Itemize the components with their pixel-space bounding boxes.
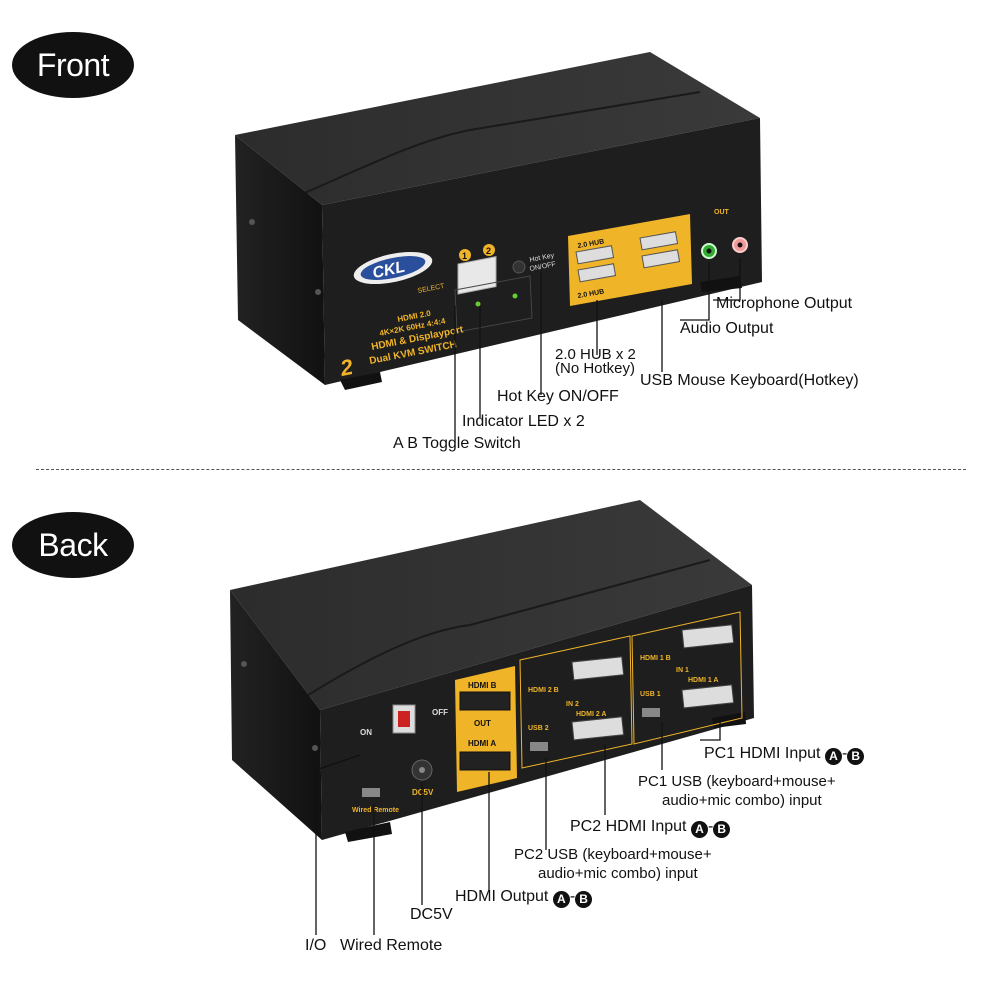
usb-hub-port-2 xyxy=(577,263,617,283)
on-text: ON xyxy=(360,728,372,737)
hdmi-output-label: HDMI Output A-B xyxy=(455,887,593,908)
hdmi2a-text: HDMI 2 A xyxy=(576,711,606,718)
hdmi-a-text: HDMI A xyxy=(468,739,496,748)
off-text: OFF xyxy=(432,708,448,717)
pc2-hdmi-label: PC2 HDMI Input A-B xyxy=(570,817,731,838)
hdmi-in-1b-port xyxy=(681,624,735,649)
back-top-surface xyxy=(230,500,752,710)
pc1-usb-label-line1: PC1 USB (keyboard+mouse+ xyxy=(638,773,836,790)
hub-bottom-text: 2.0 HUB xyxy=(577,288,605,300)
badge-b-icon: B xyxy=(575,891,593,908)
back-left-side xyxy=(230,590,322,840)
usb-hotkey-port-2 xyxy=(641,249,681,269)
front-section-title: Front xyxy=(12,32,134,98)
usb-hotkey-port-1 xyxy=(639,231,679,251)
brand-text: CKL xyxy=(371,259,407,282)
pc2-hdmi-text: PC2 HDMI Input xyxy=(570,818,687,835)
badge-dash: - xyxy=(707,818,714,835)
out-label: OUT xyxy=(714,209,730,216)
usb-mouse-keyboard-label: USB Mouse Keyboard(Hotkey) xyxy=(640,372,859,389)
hub-top-text: 2.0 HUB xyxy=(577,238,605,250)
badge-b-icon: B xyxy=(713,821,731,838)
io-label: I/O xyxy=(305,937,327,954)
badge-b-icon: B xyxy=(847,748,865,765)
port-count: 2 xyxy=(337,354,356,381)
pc2-usb-label-line2: audio+mic combo) input xyxy=(538,865,698,882)
hdmi1a-text: HDMI 1 A xyxy=(688,677,718,684)
dc5v-label: DC5V xyxy=(410,906,453,923)
usb1-port xyxy=(642,708,660,717)
ckl-logo: CKL xyxy=(353,251,433,285)
usb1-text: USB 1 xyxy=(640,691,661,698)
pc2-usb-label-line1: PC2 USB (keyboard+mouse+ xyxy=(514,846,712,863)
hdmi-in-1a-port xyxy=(681,684,735,709)
back-callout-lines xyxy=(315,720,721,935)
front-left-side xyxy=(235,135,325,385)
indicator-led-label: Indicator LED x 2 xyxy=(462,413,585,430)
hdmi2b-text: HDMI 2 B xyxy=(528,687,559,694)
hdmi-output-text: HDMI Output xyxy=(455,888,549,905)
hdmi1b-text: HDMI 1 B xyxy=(640,655,671,662)
badge-dash: - xyxy=(841,745,848,762)
badge-a-icon: A xyxy=(690,821,708,838)
ab-toggle-switch xyxy=(457,256,497,295)
hot-key-label: Hot Key ON/OFF xyxy=(497,388,619,405)
usb2-text: USB 2 xyxy=(528,725,549,732)
hdmi-out-a-port xyxy=(459,751,511,771)
usb-hub-port-1 xyxy=(575,245,615,265)
section-divider xyxy=(36,469,966,470)
hub-label-line2: (No Hotkey) xyxy=(555,360,636,377)
front-callout-lines xyxy=(454,258,741,440)
wired-remote-port xyxy=(362,788,380,797)
hdmi-in-2b-port xyxy=(571,656,625,681)
port-2-badge: 2 xyxy=(486,246,491,256)
front-face xyxy=(322,118,762,385)
pc1-hdmi-label: PC1 HDMI Input A-B xyxy=(704,744,865,765)
pc1-hdmi-text: PC1 HDMI Input xyxy=(704,745,821,762)
hotkey-button xyxy=(512,260,526,274)
front-device: CKL 1 2 SELECT Hot Key ON/OFF HDMI 2.0 4… xyxy=(235,52,762,440)
hdmi-in-2a-port xyxy=(571,716,625,741)
badge-a-icon: A xyxy=(824,748,842,765)
out-text-back: OUT xyxy=(474,719,491,728)
back-section-title: Back xyxy=(12,512,134,578)
audio-output-label: Audio Output xyxy=(680,320,774,337)
port-1-badge: 1 xyxy=(462,251,467,261)
badge-dash: - xyxy=(569,888,576,905)
back-device: ON OFF Wired Remote DC5V HDMI B OUT HDMI… xyxy=(230,500,754,935)
in2-text: IN 2 xyxy=(566,701,579,708)
hdmi-out-b-port xyxy=(459,691,511,711)
hotkey-text-1: Hot Key xyxy=(529,252,555,264)
toggle-switch-label: A B Toggle Switch xyxy=(393,435,521,452)
dc5v-text: DC5V xyxy=(412,788,434,797)
pc1-usb-label-line2: audio+mic combo) input xyxy=(662,792,822,809)
in1-text: IN 1 xyxy=(676,667,689,674)
hotkey-text-2: ON/OFF xyxy=(529,261,556,273)
microphone-output-label: Microphone Output xyxy=(716,295,853,312)
hub-label-line1: 2.0 HUB x 2 xyxy=(555,346,636,363)
badge-a-icon: A xyxy=(552,891,570,908)
usb2-port xyxy=(530,742,548,751)
hdmi-b-text: HDMI B xyxy=(468,681,497,690)
wired-remote-label: Wired Remote xyxy=(340,937,443,954)
wired-remote-text: Wired Remote xyxy=(352,807,399,814)
